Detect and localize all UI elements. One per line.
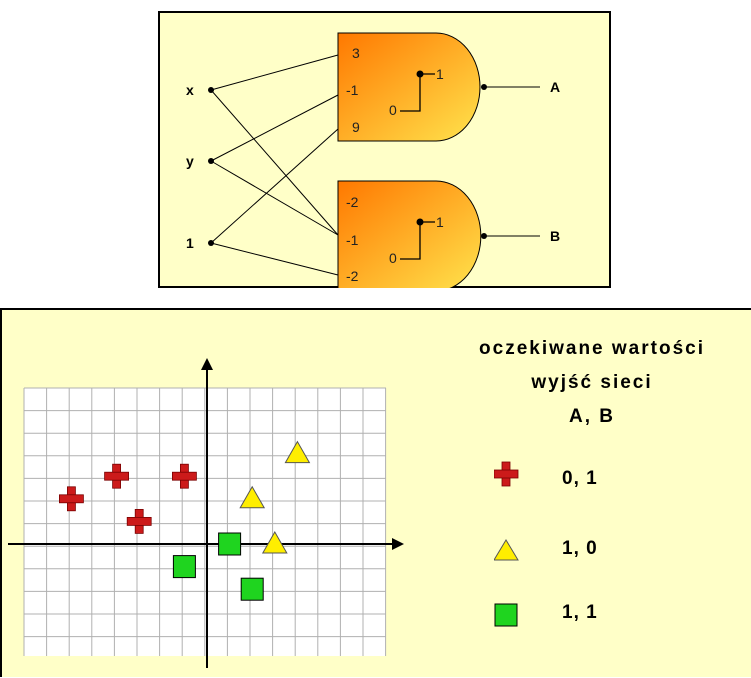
- weight-a-bias: 9: [352, 119, 360, 135]
- step-low-a: 0: [389, 102, 397, 118]
- network-diagram-panel: x y 1 3 -1 9 1 0 A -2 -1 -2 1 0 B: [158, 11, 611, 288]
- output-node-b: [481, 233, 487, 239]
- output-label-a: A: [550, 79, 560, 95]
- weight-a-x: 3: [352, 45, 360, 61]
- input-node-x: [208, 87, 214, 93]
- triangle-marker: [261, 530, 288, 554]
- input-label-x: x: [186, 82, 194, 98]
- gate-shape-b: [337, 180, 482, 288]
- scatter-plot: [8, 358, 404, 668]
- step-high-b: 1: [436, 214, 444, 230]
- classification-panel: oczekiwane wartości wyjść sieci A, B 0, …: [0, 308, 751, 677]
- legend-symbols: [494, 461, 519, 627]
- plus-marker: [126, 508, 152, 534]
- step-high-a: 1: [436, 66, 444, 82]
- plus-marker: [104, 463, 129, 489]
- weight-a-y: -1: [346, 82, 359, 98]
- input-node-bias: [208, 240, 214, 246]
- step-low-b: 0: [389, 250, 397, 266]
- input-nodes: [208, 87, 214, 246]
- plus-marker: [171, 463, 197, 489]
- triangle-icon: [494, 539, 519, 561]
- square-icon: [494, 603, 518, 627]
- legend-label-plus: 0, 1: [562, 468, 598, 489]
- network-diagram: x y 1 3 -1 9 1 0 A -2 -1 -2 1 0 B: [186, 32, 560, 288]
- square-marker: [218, 532, 242, 556]
- legend-title-line1: oczekiwane wartości: [479, 338, 705, 359]
- output-node-a: [481, 84, 487, 90]
- weight-b-x: -2: [346, 194, 359, 210]
- weight-b-bias: -2: [346, 268, 359, 284]
- weight-b-y: -1: [346, 232, 359, 248]
- triangle-marker: [239, 485, 266, 509]
- input-label-bias: 1: [186, 235, 194, 251]
- plus-marker: [59, 486, 84, 512]
- data-points: [59, 440, 311, 601]
- legend-label-triangle: 1, 0: [562, 538, 598, 559]
- input-label-y: y: [186, 153, 194, 169]
- legend-title-line3: A, B: [569, 406, 615, 427]
- legend-title-line2: wyjść sieci: [531, 372, 653, 393]
- triangle-marker: [284, 440, 311, 464]
- neuron-a: 3 -1 9 1 0: [337, 32, 487, 142]
- square-marker: [172, 555, 196, 579]
- step-function-a: [400, 73, 435, 112]
- step-function-b: [400, 221, 435, 260]
- input-node-y: [208, 158, 214, 164]
- grid-lines: [23, 387, 387, 656]
- square-marker: [240, 577, 264, 601]
- neuron-b: -2 -1 -2 1 0: [337, 180, 487, 288]
- legend-label-square: 1, 1: [562, 602, 598, 623]
- connection-lines: [210, 54, 540, 276]
- output-label-b: B: [550, 228, 560, 244]
- gate-shape-a: [337, 32, 481, 142]
- plus-icon: [494, 461, 519, 487]
